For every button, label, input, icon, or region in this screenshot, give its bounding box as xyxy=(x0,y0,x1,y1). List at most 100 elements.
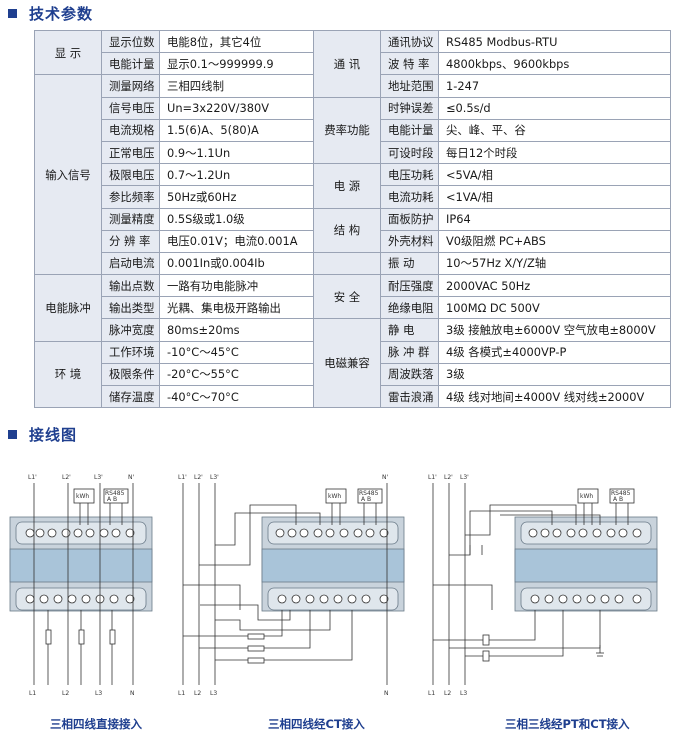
category-cell: 显 示 xyxy=(34,29,102,76)
param-label: 正常电压 xyxy=(101,140,160,165)
param-value: 10～57Hz X/Y/Z轴 xyxy=(438,251,671,276)
param-value: <5VA/相 xyxy=(438,163,671,187)
section-title: 接线图 xyxy=(29,426,78,444)
pulse-label: kWh xyxy=(580,493,593,500)
line-label: L1 xyxy=(428,690,435,697)
param-value: 4级 各模式±4000VP-P xyxy=(438,340,671,364)
param-label: 面板防护 xyxy=(380,207,439,231)
category-cell: 费率功能 xyxy=(313,96,381,165)
param-label: 绝缘电阻 xyxy=(380,296,439,320)
param-label: 显示位数 xyxy=(101,29,160,54)
rs485-pins: A B xyxy=(361,496,371,503)
param-label: 脉冲宽度 xyxy=(101,318,160,342)
wiring-diagram-direct xyxy=(9,483,153,685)
param-label: 测量精度 xyxy=(101,207,160,231)
param-value: <1VA/相 xyxy=(438,185,671,209)
table-row: 输入信号 测量网络 三相四线制 地址范围 1-247 xyxy=(34,74,671,276)
param-label: 电流规格 xyxy=(101,118,160,142)
param-value: 每日12个时段 xyxy=(438,140,671,165)
pulse-output-icon xyxy=(577,488,599,504)
param-label: 波 特 率 xyxy=(380,52,439,76)
rs485-label: RS485 xyxy=(105,490,125,497)
meter-screen xyxy=(514,548,658,583)
param-label: 可设时段 xyxy=(380,140,439,165)
line-label: L2' xyxy=(62,474,71,481)
param-label: 储存温度 xyxy=(101,384,160,409)
param-label: 输出点数 xyxy=(101,274,160,298)
table-row: 电能脉冲 输出点数 一路有功电能脉冲 安 全 耐压强度 2000VAC 50Hz xyxy=(34,274,671,342)
param-value: 0.001In或0.004Ib xyxy=(159,251,314,276)
rs485-port-icon xyxy=(357,488,383,504)
param-value: 1.5(6)A、5(80)A xyxy=(159,118,314,142)
bottom-terminals xyxy=(277,594,389,604)
line-label: L3' xyxy=(460,474,469,481)
rs485-port-icon xyxy=(609,488,635,504)
meter-bottom-terminal-strip xyxy=(267,587,399,611)
table-row: 脉冲宽度 80ms±20ms 电磁兼容 静 电 3级 接触放电±6000V 空气… xyxy=(35,318,671,409)
param-label: 外壳材料 xyxy=(380,229,439,253)
param-label: 信号电压 xyxy=(101,96,160,120)
line-label: L1' xyxy=(28,474,37,481)
table-row: 显 示 显示位数 电能8位，其它4位 通 讯 通讯协议 RS485 Modbus… xyxy=(34,29,671,98)
param-label: 电能计量 xyxy=(380,118,439,142)
rs485-pins: A B xyxy=(613,496,623,503)
line-label: L3 xyxy=(460,690,467,697)
param-value: 2000VAC 50Hz xyxy=(438,274,671,298)
param-value: RS485 Modbus-RTU xyxy=(438,29,671,54)
param-value: 尖、峰、平、谷 xyxy=(438,118,671,142)
param-value: 100MΩ DC 500V xyxy=(438,296,671,320)
param-label: 时钟误差 xyxy=(380,96,439,120)
diagram-caption: 三相四线经CT接入 xyxy=(268,717,365,731)
param-label: 耐压强度 xyxy=(380,274,439,298)
param-label: 电流功耗 xyxy=(380,185,439,209)
meter-screen xyxy=(9,548,153,583)
param-label: 雷击浪涌 xyxy=(380,384,439,409)
param-value: IP64 xyxy=(438,207,671,231)
section-title: 技术参数 xyxy=(29,5,94,23)
param-value: 电能8位，其它4位 xyxy=(159,29,314,54)
param-label: 测量网络 xyxy=(101,74,160,98)
line-label: L2 xyxy=(62,690,69,697)
category-cell-empty xyxy=(313,251,381,276)
param-value: V0级阻燃 PC+ABS xyxy=(438,229,671,253)
ct-transformer-icon xyxy=(247,645,265,652)
param-label: 极限条件 xyxy=(101,362,160,387)
param-label: 参比频率 xyxy=(101,185,160,209)
param-label: 输出类型 xyxy=(101,296,160,320)
line-label: L2' xyxy=(194,474,203,481)
wiring-diagram-pt-ct xyxy=(432,483,658,685)
meter-screen xyxy=(261,548,405,583)
top-terminals xyxy=(25,528,135,538)
category-cell: 环 境 xyxy=(34,340,102,409)
table-row: 储存温度 -40°C～70°C 雷击浪涌 4级 线对地间±4000V 线对线±2… xyxy=(35,384,671,409)
meter-bottom-terminal-strip xyxy=(520,587,652,611)
param-value: 电压0.01V；电流0.001A xyxy=(159,229,314,253)
param-value: 0.5S级或1.0级 xyxy=(159,207,314,231)
category-cell: 电能脉冲 xyxy=(34,274,102,342)
param-label: 静 电 xyxy=(380,318,439,342)
line-label: L3' xyxy=(94,474,103,481)
pulse-label: kWh xyxy=(328,493,341,500)
table-row: 电流规格 1.5(6)A、5(80)A 电能计量 尖、峰、平、谷 xyxy=(35,118,671,142)
line-label: L3' xyxy=(210,474,219,481)
category-cell: 结 构 xyxy=(313,207,381,253)
table-row: 测量精度 0.5S级或1.0级 结 构 面板防护 IP64 xyxy=(35,207,671,253)
spec-table: 显 示 显示位数 电能8位，其它4位 通 讯 通讯协议 RS485 Modbus… xyxy=(34,29,671,409)
line-label: L1 xyxy=(29,690,36,697)
param-value: 4800kbps、9600kbps xyxy=(438,52,671,76)
table-row: 启动电流 0.001In或0.004Ib 振 动 10～57Hz X/Y/Z轴 xyxy=(35,251,671,276)
top-terminals xyxy=(528,528,642,538)
section-bullet-icon xyxy=(8,9,17,18)
line-label: L1 xyxy=(178,690,185,697)
line-label: N xyxy=(384,690,389,697)
load-resistor-icon xyxy=(78,629,85,645)
line-label: L1' xyxy=(178,474,187,481)
param-value: 0.9～1.1Un xyxy=(159,140,314,165)
param-value: 3级 接触放电±6000V 空气放电±8000V xyxy=(438,318,671,342)
rs485-port-icon xyxy=(103,488,129,504)
param-value: 0.7～1.2Un xyxy=(159,163,314,187)
param-value: -10°C～45°C xyxy=(159,340,314,364)
top-terminals xyxy=(275,528,389,538)
param-value: ≤0.5s/d xyxy=(438,96,671,120)
pulse-output-icon xyxy=(73,488,95,504)
